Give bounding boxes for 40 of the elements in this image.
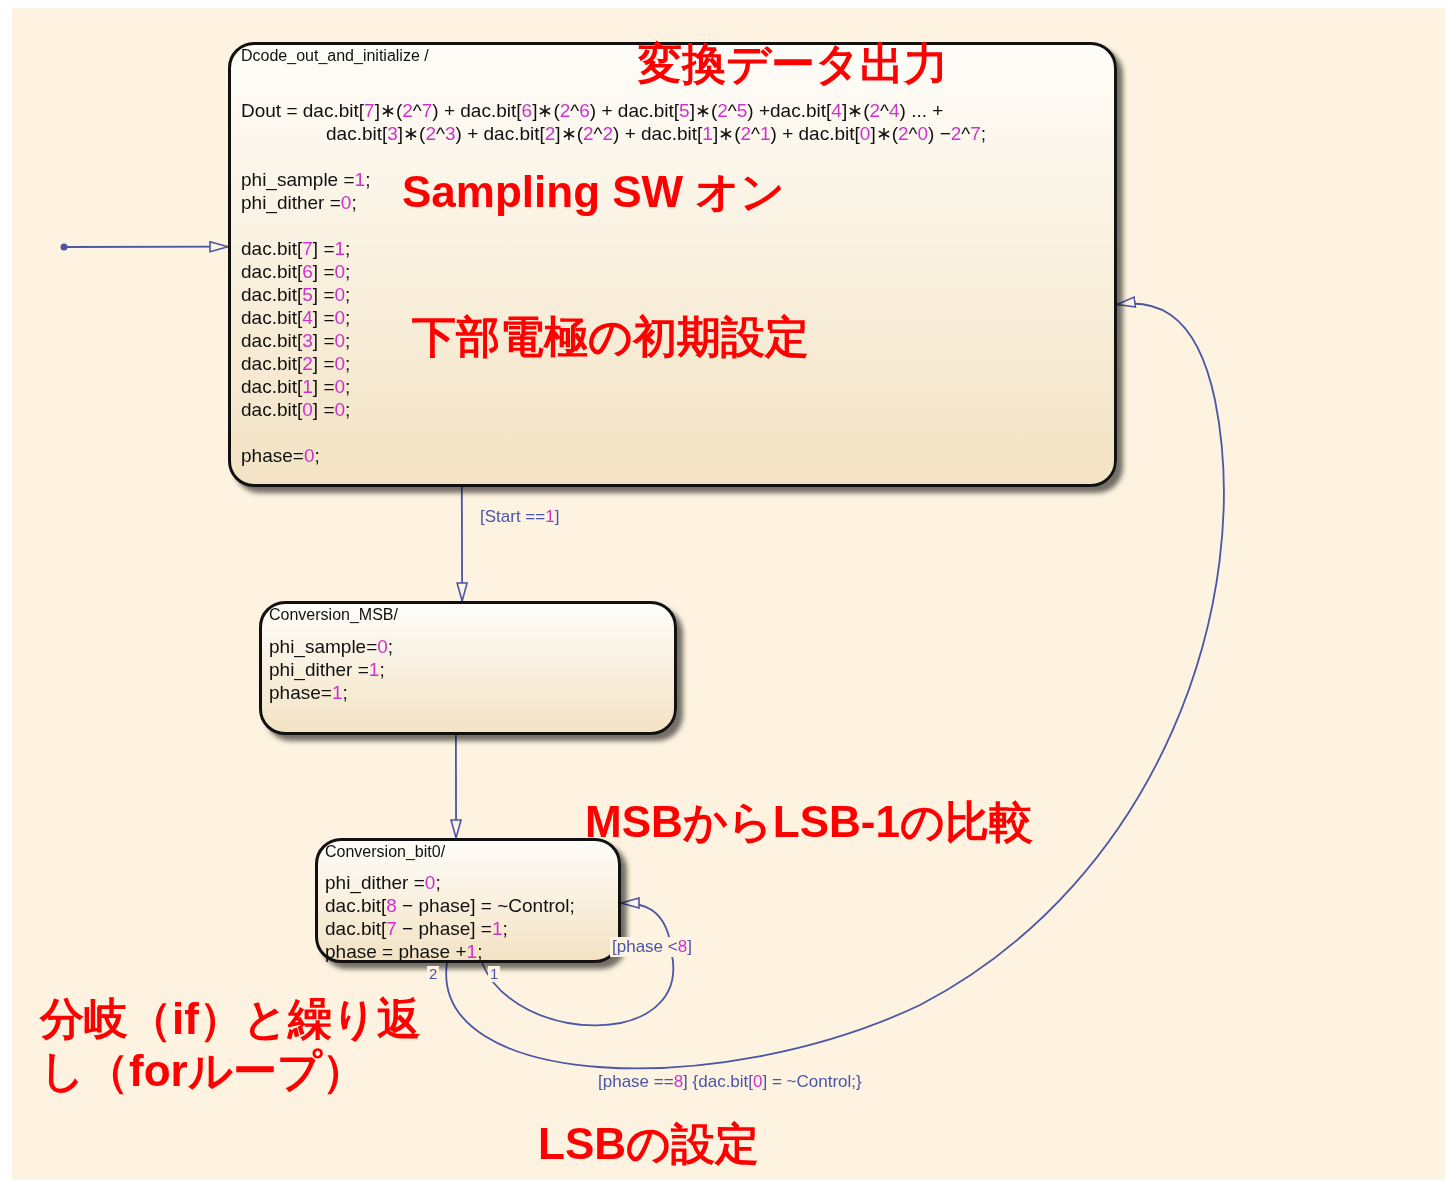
annotation: 分岐（if）と繰り返し（forループ） xyxy=(40,993,422,1097)
edge-label: [phase <8] xyxy=(610,937,694,957)
code-line: phi_dither =1; xyxy=(269,658,385,681)
annotation: Sampling SW オン xyxy=(402,166,786,218)
transition-arrow xyxy=(456,486,468,602)
code-line: dac.bit[0] =0; xyxy=(241,398,351,421)
priority-number: 1 xyxy=(488,966,501,982)
code-line: dac.bit[2] =0; xyxy=(241,352,351,375)
priority-number: 2 xyxy=(427,966,440,982)
annotation: MSBからLSB-1の比較 xyxy=(585,796,1033,848)
state-name: Conversion_bit0/ xyxy=(325,843,446,861)
code-line: dac.bit[7 − phase] =1; xyxy=(325,917,508,940)
transition-arrow xyxy=(450,734,462,839)
code-line: dac.bit[5] =0; xyxy=(241,283,351,306)
code-line: phase = phase +1; xyxy=(325,940,483,963)
code-line: phi_sample =1; xyxy=(241,168,371,191)
code-line: dac.bit[3] =0; xyxy=(241,329,351,352)
state-box xyxy=(228,42,1117,487)
code-line: dac.bit[4] =0; xyxy=(241,306,351,329)
code-line: phase=0; xyxy=(241,444,320,467)
code-line: Dout = dac.bit[7]∗(2^7) + dac.bit[6]∗(2^6) + dac.bit[5]∗(2^5) +dac.bit[4]∗(2^4) ... + dac.bit[3]∗(2^3) + dac.bit[2]∗(2^2) + dac.bit[1]∗(2^1) + dac.bit[0]∗(2^0) −2^7; xyxy=(241,99,988,145)
code-line: phase=1; xyxy=(269,681,348,704)
annotation: 変換データ出力 xyxy=(638,38,948,90)
transition-arrow xyxy=(481,897,674,1027)
code-line: phi_dither =0; xyxy=(241,191,357,214)
code-line: dac.bit[8 − phase] = ~Control; xyxy=(325,894,575,917)
edge-label: [phase ==8] {dac.bit[0] = ~Control;} xyxy=(596,1072,864,1092)
code-line: dac.bit[6] =0; xyxy=(241,260,351,283)
code-line: dac.bit[7] =1; xyxy=(241,237,351,260)
code-line: phi_sample=0; xyxy=(269,635,394,658)
state-box xyxy=(259,601,677,735)
annotation: 下部電極の初期設定 xyxy=(412,311,809,363)
edge-label: [Start ==1] xyxy=(478,507,562,527)
transition-arrow xyxy=(446,296,1225,1070)
transition-arrow xyxy=(60,240,229,253)
annotation: LSBの設定 xyxy=(538,1118,759,1170)
state-name: Dcode_out_and_initialize / xyxy=(241,47,429,65)
code-line: dac.bit[1] =0; xyxy=(241,375,351,398)
code-line: phi_dither =0; xyxy=(325,871,441,894)
state-name: Conversion_MSB/ xyxy=(269,606,398,624)
